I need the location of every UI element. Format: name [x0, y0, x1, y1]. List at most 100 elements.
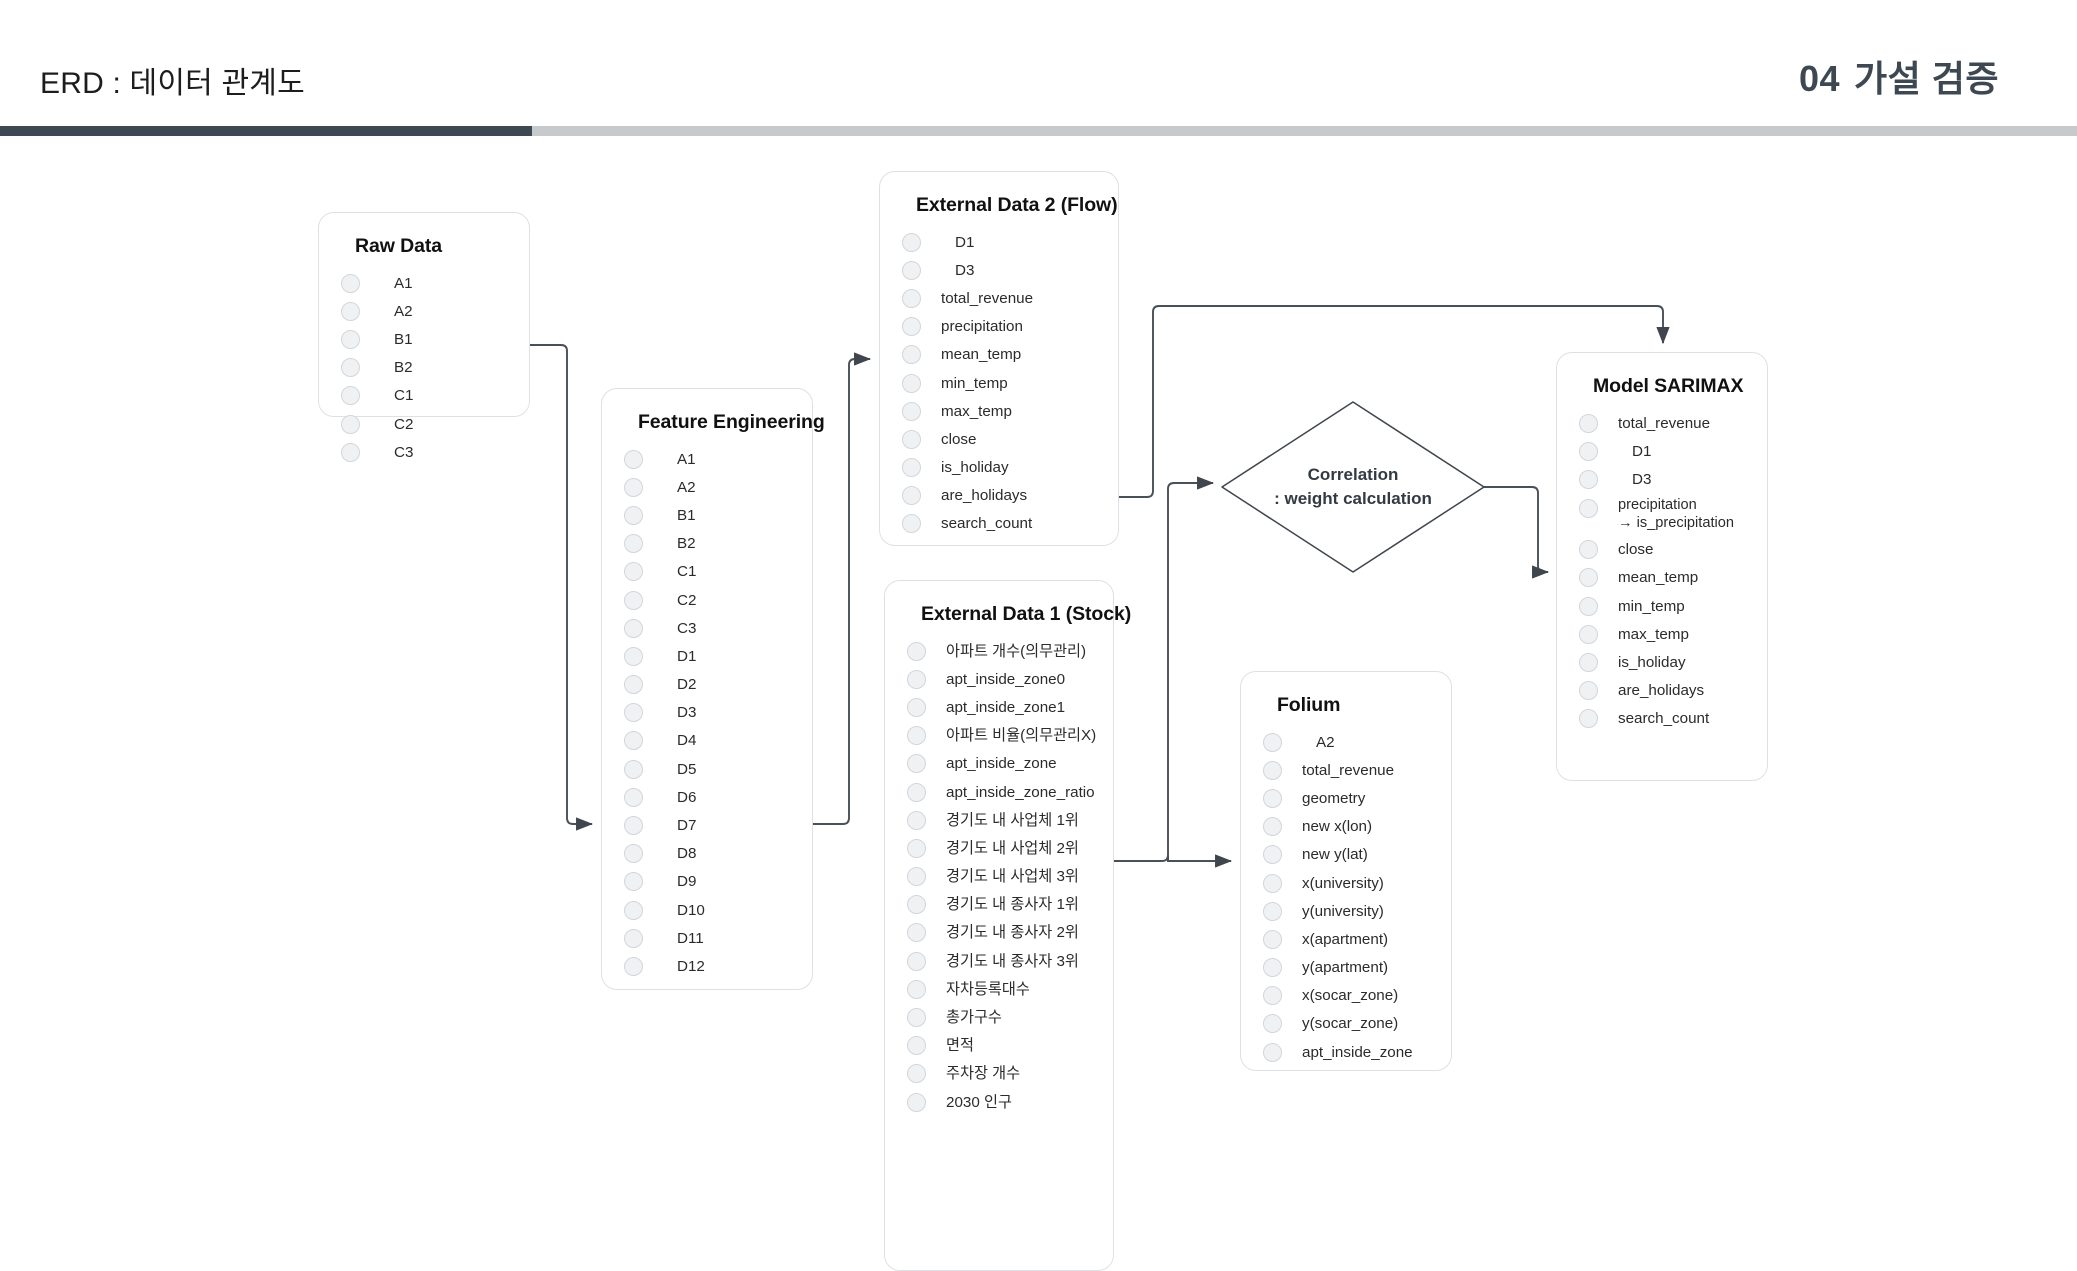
field-label: is_holiday	[941, 459, 1009, 477]
field-row[interactable]: 총가구수	[907, 1003, 1113, 1031]
field-row[interactable]: new x(lon)	[1263, 813, 1451, 841]
field-row[interactable]: B1	[624, 501, 812, 529]
field-row[interactable]: precipitation	[902, 313, 1118, 341]
field-label: is_holiday	[1618, 653, 1686, 671]
field-row[interactable]: D9	[624, 868, 812, 896]
field-row[interactable]: D6	[624, 783, 812, 811]
field-row[interactable]: 경기도 내 사업체 1위	[907, 806, 1113, 834]
field-row[interactable]: apt_inside_zone	[907, 750, 1113, 778]
field-row[interactable]: 아파트 비율(의무관리X)	[907, 722, 1113, 750]
field-label: y(socar_zone)	[1302, 1015, 1399, 1033]
field-row[interactable]: D3	[902, 256, 1118, 284]
field-row[interactable]: D7	[624, 811, 812, 839]
field-row[interactable]: 아파트 개수(의무관리)	[907, 637, 1113, 665]
field-row[interactable]: apt_inside_zone	[1263, 1038, 1451, 1066]
field-row[interactable]: search_count	[902, 510, 1118, 538]
field-row[interactable]: new y(lat)	[1263, 841, 1451, 869]
field-bullet-icon	[907, 923, 926, 943]
field-row[interactable]: D3	[624, 699, 812, 727]
field-row[interactable]: C2	[624, 586, 812, 614]
field-row[interactable]: 주차장 개수	[907, 1060, 1113, 1088]
field-row[interactable]: C3	[624, 614, 812, 642]
field-row[interactable]: x(university)	[1263, 869, 1451, 897]
field-row[interactable]: D11	[624, 924, 812, 952]
field-row[interactable]: A2	[624, 473, 812, 501]
field-row[interactable]: 면적	[907, 1032, 1113, 1060]
field-row[interactable]: C2	[341, 410, 529, 438]
field-row[interactable]: close	[902, 425, 1118, 453]
field-row[interactable]: mean_temp	[1579, 564, 1767, 592]
field-row[interactable]: D1	[1579, 437, 1767, 465]
field-label: min_temp	[941, 374, 1008, 392]
field-bullet-icon	[907, 641, 926, 661]
field-row[interactable]: D5	[624, 755, 812, 783]
field-row[interactable]: is_holiday	[902, 454, 1118, 482]
field-label: 아파트 비율(의무관리X)	[946, 727, 1097, 745]
field-row[interactable]: precipitation → is_precipitation	[1579, 494, 1767, 536]
field-list: 아파트 개수(의무관리) apt_inside_zone0 apt_inside_z…	[907, 637, 1113, 1116]
field-bullet-icon	[907, 1036, 926, 1056]
field-row[interactable]: 자차등록대수	[907, 975, 1113, 1003]
field-row[interactable]: A2	[1263, 728, 1451, 756]
field-row[interactable]: y(apartment)	[1263, 954, 1451, 982]
field-row[interactable]: max_temp	[902, 397, 1118, 425]
field-row[interactable]: 2030 인구	[907, 1088, 1113, 1116]
field-row[interactable]: D10	[624, 896, 812, 924]
field-row[interactable]: min_temp	[1579, 592, 1767, 620]
field-row[interactable]: y(university)	[1263, 897, 1451, 925]
field-row[interactable]: C1	[624, 558, 812, 586]
field-row[interactable]: apt_inside_zone1	[907, 693, 1113, 721]
field-row[interactable]: apt_inside_zone_ratio	[907, 778, 1113, 806]
field-row[interactable]: total_revenue	[1263, 756, 1451, 784]
field-row[interactable]: A2	[341, 297, 529, 325]
field-row[interactable]: 경기도 내 사업체 2위	[907, 834, 1113, 862]
field-row[interactable]: B2	[341, 354, 529, 382]
field-row[interactable]: D4	[624, 727, 812, 755]
field-row[interactable]: D2	[624, 671, 812, 699]
field-row[interactable]: 경기도 내 종사자 2위	[907, 919, 1113, 947]
page-title: ERD : 데이터 관계도	[40, 67, 305, 100]
field-label: A2	[677, 478, 696, 496]
field-row[interactable]: B1	[341, 325, 529, 353]
field-row[interactable]: 경기도 내 종사자 1위	[907, 891, 1113, 919]
field-label: 경기도 내 사업체 2위	[946, 839, 1079, 857]
field-row[interactable]: A1	[341, 269, 529, 297]
field-row[interactable]: x(apartment)	[1263, 925, 1451, 953]
field-row[interactable]: min_temp	[902, 369, 1118, 397]
field-row[interactable]: max_temp	[1579, 620, 1767, 648]
entity-raw-data[interactable]: Raw Data A1 A2 B1 B2 C1	[318, 212, 530, 462]
field-row[interactable]: are_holidays	[902, 482, 1118, 510]
field-row[interactable]: C3	[341, 438, 529, 466]
field-row[interactable]: D8	[624, 840, 812, 868]
decision-correlation[interactable]: Correlation : weight calculation	[1222, 402, 1484, 572]
field-row[interactable]: y(socar_zone)	[1263, 1010, 1451, 1038]
field-row[interactable]: mean_temp	[902, 341, 1118, 369]
field-row[interactable]: close	[1579, 536, 1767, 564]
field-row[interactable]: geometry	[1263, 784, 1451, 812]
field-row[interactable]: 경기도 내 사업체 3위	[907, 863, 1113, 891]
field-row[interactable]: apt_inside_zone0	[907, 665, 1113, 693]
field-row[interactable]: B2	[624, 530, 812, 558]
field-row[interactable]: A1	[624, 445, 812, 473]
field-row[interactable]: are_holidays	[1579, 677, 1767, 705]
entity-external-data-1-stock[interactable]: External Data 1 (Stock) 아파트 개수(의무관리)apt_…	[884, 580, 1131, 1271]
field-row[interactable]: total_revenue	[1579, 409, 1767, 437]
field-label: apt_inside_zone0	[946, 670, 1066, 688]
field-row[interactable]: D1	[902, 228, 1118, 256]
field-label: search_count	[941, 515, 1033, 533]
field-row[interactable]: C1	[341, 382, 529, 410]
field-row[interactable]: D1	[624, 642, 812, 670]
field-bullet-icon	[1579, 540, 1598, 560]
field-row[interactable]: x(socar_zone)	[1263, 982, 1451, 1010]
field-row[interactable]: 경기도 내 종사자 3위	[907, 947, 1113, 975]
field-row[interactable]: D3	[1579, 465, 1767, 493]
field-row[interactable]: is_holiday	[1579, 648, 1767, 676]
field-row[interactable]: total_revenue	[902, 284, 1118, 312]
field-label: D1	[1632, 442, 1652, 460]
field-row[interactable]: search_count	[1579, 705, 1767, 733]
field-row[interactable]: D12	[624, 952, 812, 980]
